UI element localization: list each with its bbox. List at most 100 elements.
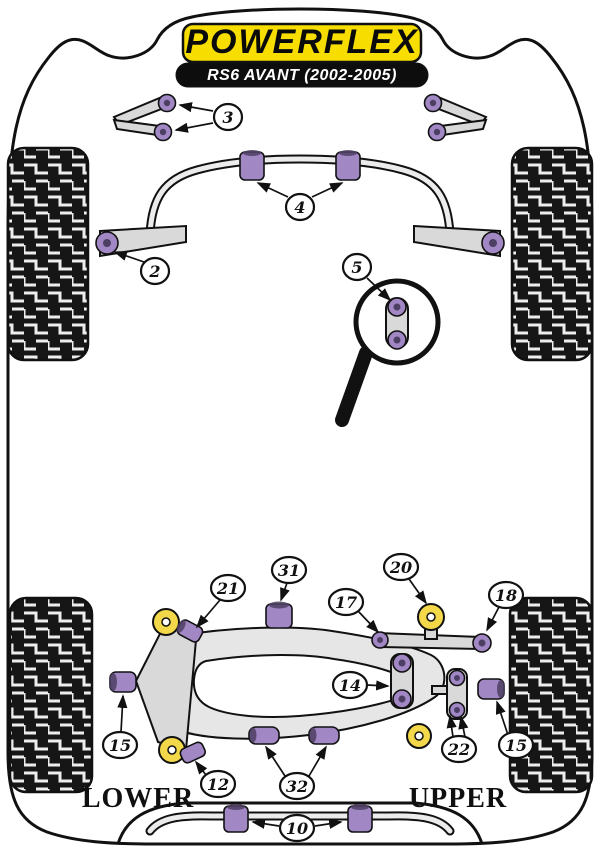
bushing-core	[489, 239, 497, 247]
callout-17-number: 17	[335, 593, 357, 612]
bushing-core	[103, 239, 111, 247]
brand-logo-box	[181, 22, 423, 64]
callout-4-badge[interactable]	[284, 192, 316, 222]
arb-bushing-right	[335, 151, 361, 181]
bushing-core	[377, 637, 383, 643]
bushing-core	[398, 695, 406, 703]
callout-3-number: 3	[222, 108, 233, 127]
callout-5-number: 5	[351, 258, 362, 277]
bushing-core	[414, 731, 424, 741]
rear-outer-right-bushing-15	[477, 678, 505, 700]
callout-3[interactable]: 3	[174, 102, 244, 133]
callout-15-left-badge[interactable]	[101, 730, 139, 760]
callout-21-badge[interactable]	[209, 573, 247, 603]
callout-31-number: 31	[278, 561, 300, 580]
callout-2-badge[interactable]	[139, 256, 171, 286]
callout-4[interactable]: 4	[256, 182, 344, 222]
rear-upper-arm	[371, 631, 492, 653]
callout-2-arrow	[113, 251, 145, 263]
model-badge-box	[175, 62, 429, 88]
callout-5-arrow	[366, 277, 392, 302]
callout-10-badge[interactable]	[278, 813, 316, 843]
bushing-core	[167, 745, 177, 755]
front-anti-roll-bar	[145, 150, 455, 239]
bushing-body	[308, 726, 340, 745]
model-badge: RS6 AVANT (2002-2005)	[175, 62, 429, 88]
callout-17-badge[interactable]	[327, 587, 365, 617]
anti-roll-bar-highlight	[147, 156, 453, 237]
bushing-cap	[176, 619, 186, 633]
callout-31-badge[interactable]	[270, 555, 308, 585]
upper-section-label: UPPER	[409, 783, 507, 814]
callout-21-number: 21	[216, 579, 239, 598]
callout-18-badge[interactable]	[487, 580, 525, 610]
bushing-cap	[351, 804, 369, 810]
callout-3-arrow	[174, 122, 214, 133]
callout-12[interactable]: 12	[194, 760, 237, 799]
callout-20-badge[interactable]	[382, 552, 420, 582]
lower-arm	[413, 224, 501, 258]
callout-15-left[interactable]: 15	[101, 694, 139, 760]
rear-outer-left-bushing-15	[109, 671, 137, 693]
callout-2-number: 2	[148, 262, 160, 281]
callout-15-right-badge[interactable]	[497, 730, 535, 760]
callout-3-badge[interactable]	[212, 102, 244, 132]
callout-10[interactable]: 10	[251, 813, 343, 843]
callout-10-arrow	[251, 818, 280, 829]
model-badge-text: RS6 AVANT (2002-2005)	[207, 67, 397, 84]
callout-22-badge[interactable]	[440, 734, 478, 764]
callout-20-arrow	[408, 578, 427, 605]
callout-32-arrow	[265, 745, 286, 777]
bushing-cap	[109, 673, 117, 691]
bushing-core	[478, 639, 486, 647]
callout-18[interactable]: 18	[486, 580, 525, 632]
callout-15-left-number: 15	[109, 736, 131, 755]
callout-4-number: 4	[294, 198, 305, 217]
bushing-core	[159, 128, 167, 136]
callout-12-badge[interactable]	[199, 769, 237, 799]
callout-31-arrow	[280, 582, 290, 602]
callout-20[interactable]: 20	[382, 552, 427, 605]
callout-17-arrow	[357, 610, 380, 634]
callout-5[interactable]: 5	[341, 252, 392, 302]
bushing-core	[393, 336, 401, 344]
callout-22[interactable]: 22	[440, 714, 478, 764]
callout-32-badge[interactable]	[278, 771, 316, 801]
callouts: 2 3 4 5 21 31	[101, 102, 535, 843]
callout-4-arrow	[256, 182, 289, 198]
brand-logo-text: POWERFLEX	[185, 23, 419, 61]
front-suspension	[95, 93, 505, 427]
callout-15-right[interactable]: 15	[495, 700, 535, 760]
callout-32[interactable]: 32	[265, 745, 327, 801]
rear-subframe-mount-31	[265, 601, 293, 629]
bushing-core	[398, 659, 406, 667]
magnifier-detail	[335, 278, 441, 427]
front-left-upper-wishbone	[112, 93, 177, 142]
callout-14-badge[interactable]	[331, 670, 369, 700]
bushing-core	[429, 99, 437, 107]
callout-10-arrow	[314, 818, 343, 829]
rear-right-link-22	[431, 668, 468, 720]
callout-21[interactable]: 21	[195, 573, 247, 629]
callout-18-arrow	[486, 606, 500, 632]
callout-3-arrow	[178, 102, 214, 113]
lower-section-label: LOWER	[82, 783, 194, 814]
bushing-body	[179, 741, 206, 764]
rear-subframe-bushings-32	[248, 726, 340, 745]
callout-2[interactable]: 2	[113, 251, 171, 286]
bushing-core	[454, 675, 460, 681]
callout-31[interactable]: 31	[270, 555, 308, 602]
callout-10-number: 10	[286, 819, 308, 838]
callout-14[interactable]: 14	[331, 670, 390, 700]
bushing-cap	[497, 680, 505, 698]
arb-bushing-left	[239, 151, 265, 181]
callout-17[interactable]: 17	[327, 587, 380, 634]
bushing-core	[426, 612, 436, 622]
brand-logo[interactable]: POWERFLEX	[181, 22, 423, 64]
callout-4-arrow	[311, 182, 344, 198]
callout-5-badge[interactable]	[341, 252, 373, 282]
callout-15-right-number: 15	[505, 736, 527, 755]
magnifier-handle	[335, 346, 373, 427]
rear-mid-link-14	[390, 653, 414, 709]
callout-14-number: 14	[339, 676, 361, 695]
